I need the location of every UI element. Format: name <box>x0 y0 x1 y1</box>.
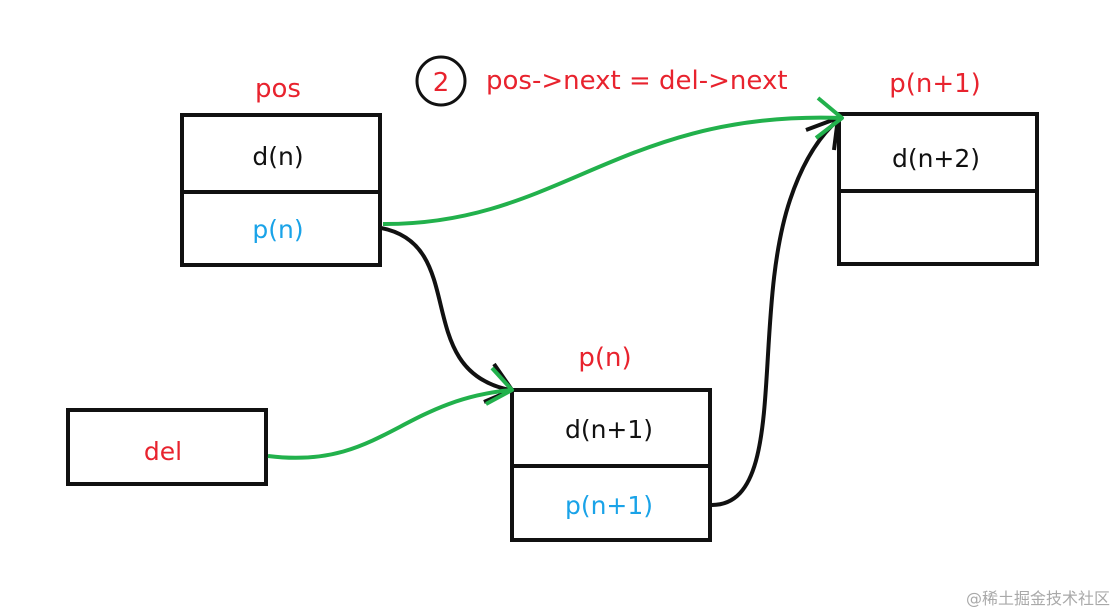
arrow-pos-to-pn <box>380 226 514 404</box>
node-pn-pointer: p(n+1) <box>565 491 653 520</box>
arrow-pn-to-pn1 <box>711 116 840 507</box>
node-pn: p(n) d(n+1) p(n+1) <box>510 343 712 542</box>
node-pos-label: pos <box>255 74 301 104</box>
node-del-box <box>66 408 268 486</box>
step-annotation: 2 pos->next = del->next <box>415 55 788 107</box>
arrow-del-to-pn <box>267 366 514 460</box>
node-pos: pos d(n) p(n) <box>180 74 382 267</box>
arrow-del-to-pn-head <box>485 366 514 406</box>
node-del: del <box>66 408 268 486</box>
step-number: 2 <box>433 68 450 98</box>
arrow-pos-to-pn1-line <box>382 115 843 227</box>
node-pos-data: d(n) <box>252 142 303 171</box>
node-pos-pointer: p(n) <box>252 215 303 244</box>
node-pn-label: p(n) <box>578 343 631 373</box>
arrow-pos-to-pn1-head <box>814 96 844 140</box>
node-pn1-data: d(n+2) <box>892 144 980 173</box>
arrow-pos-to-pn-line <box>380 226 511 392</box>
node-pn1-label: p(n+1) <box>889 69 981 99</box>
node-pn1: p(n+1) d(n+2) <box>837 69 1039 266</box>
step-text: pos->next = del->next <box>486 66 788 96</box>
arrow-del-to-pn-line <box>267 388 513 460</box>
node-pn-data: d(n+1) <box>565 415 653 444</box>
arrow-pn-to-pn1-line <box>711 118 840 507</box>
watermark: @稀土掘金技术社区 <box>966 589 1110 608</box>
arrow-pos-to-pn1 <box>382 96 844 227</box>
node-del-label: del <box>144 437 182 466</box>
step-number-circle <box>415 55 467 107</box>
